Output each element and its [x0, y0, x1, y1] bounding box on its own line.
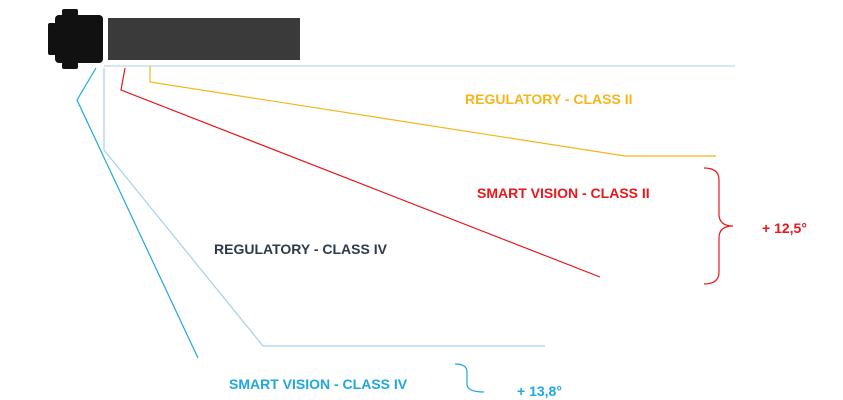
truck-bumper	[48, 23, 56, 55]
smart-vision-class-ii-line	[120, 67, 601, 278]
smart-vision-class-iv-line	[76, 67, 199, 359]
brace-class-iv	[454, 363, 485, 393]
regulatory-class-iv-line	[103, 68, 545, 347]
smart-vision-class-ii-label: SMART VISION - CLASS II	[477, 185, 650, 201]
truck-cab	[55, 15, 103, 63]
regulatory-class-ii-label: REGULATORY - CLASS II	[465, 91, 633, 107]
gain-class-ii-label: + 12,5°	[762, 220, 807, 236]
truck-mirror-left-bottom	[62, 62, 78, 69]
regulatory-class-iv-label: REGULATORY - CLASS IV	[214, 241, 387, 257]
gain-class-iv-label: + 13,8°	[517, 383, 562, 399]
truck-top-view-icon	[48, 9, 300, 69]
regulatory-class-ii-line	[149, 66, 716, 157]
smart-vision-class-iv-label: SMART VISION - CLASS IV	[229, 376, 408, 392]
brace-class-ii	[703, 167, 734, 285]
truck-mirror-left-top	[62, 9, 78, 16]
truck-trailer	[108, 18, 300, 60]
